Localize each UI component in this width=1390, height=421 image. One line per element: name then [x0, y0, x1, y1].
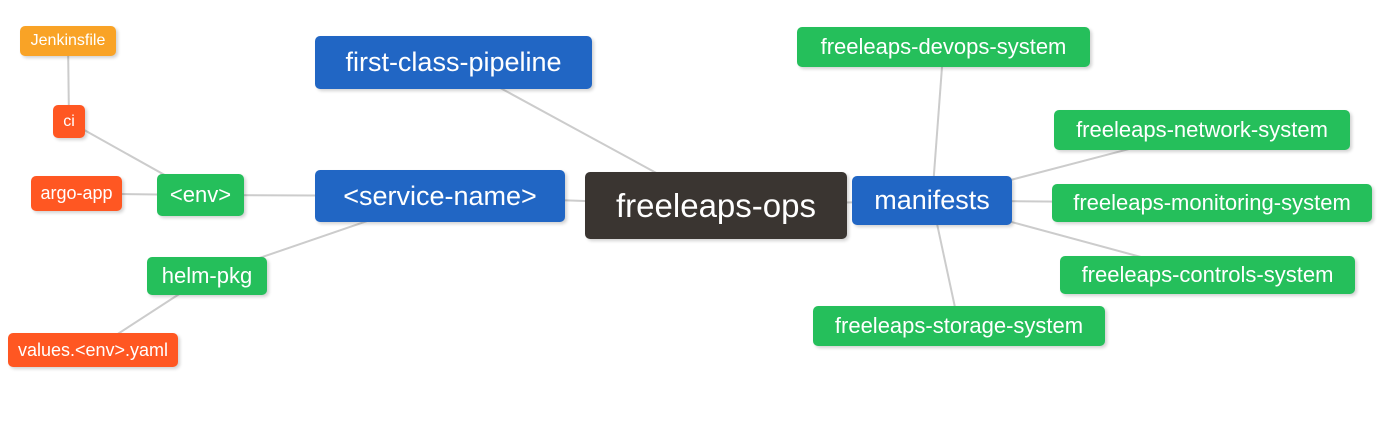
node-freeleaps-storage-system[interactable]: freeleaps-storage-system	[813, 306, 1105, 346]
node-helm-pkg[interactable]: helm-pkg	[147, 257, 267, 295]
node-freeleaps-monitoring-system[interactable]: freeleaps-monitoring-system	[1052, 184, 1372, 222]
node-freeleaps-ops-root[interactable]: freeleaps-ops	[585, 172, 847, 239]
node-first-class-pipeline[interactable]: first-class-pipeline	[315, 36, 592, 89]
node-manifests[interactable]: manifests	[852, 176, 1012, 225]
node-argo-app[interactable]: argo-app	[31, 176, 122, 211]
node-freeleaps-network-system[interactable]: freeleaps-network-system	[1054, 110, 1350, 150]
node-freeleaps-controls-system[interactable]: freeleaps-controls-system	[1060, 256, 1355, 294]
node-values-env-yaml[interactable]: values.<env>.yaml	[8, 333, 178, 367]
node-env[interactable]: <env>	[157, 174, 244, 216]
node-ci[interactable]: ci	[53, 105, 85, 138]
node-freeleaps-devops-system[interactable]: freeleaps-devops-system	[797, 27, 1090, 67]
node-service-name[interactable]: <service-name>	[315, 170, 565, 222]
edge-manifests-devops-system	[931, 46, 945, 201]
node-jenkinsfile[interactable]: Jenkinsfile	[20, 26, 116, 56]
